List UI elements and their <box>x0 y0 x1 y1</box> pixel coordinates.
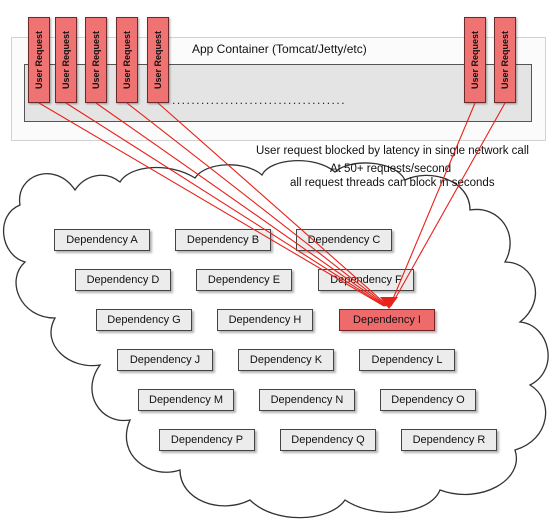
dependency-m: Dependency M <box>138 389 234 411</box>
rate-note-line1: At 50+ requests/second <box>330 163 452 175</box>
arrow-line <box>95 102 387 307</box>
user-request: User Request <box>494 17 516 103</box>
dependency-k: Dependency K <box>238 349 334 371</box>
rate-note-line2: all request threads can block in seconds <box>290 177 495 189</box>
dependency-d: Dependency D <box>75 269 171 291</box>
arrowhead <box>380 297 398 309</box>
user-request: User Request <box>464 17 486 103</box>
user-request: User Request <box>28 17 50 103</box>
dependency-i: Dependency I <box>339 309 435 331</box>
dependency-q: Dependency Q <box>280 429 376 451</box>
dependency-o: Dependency O <box>380 389 476 411</box>
dependency-l: Dependency L <box>359 349 455 371</box>
arrow-line <box>65 102 386 307</box>
arrow-line <box>126 102 388 307</box>
dependency-b: Dependency B <box>175 229 271 251</box>
dependency-a: Dependency A <box>54 229 150 251</box>
arrow-line <box>157 102 389 307</box>
dependency-j: Dependency J <box>117 349 213 371</box>
dependency-h: Dependency H <box>217 309 313 331</box>
app-container-title: App Container (Tomcat/Jetty/etc) <box>192 42 367 56</box>
user-request: User Request <box>85 17 107 103</box>
dependency-e: Dependency E <box>196 269 292 291</box>
user-request: User Request <box>116 17 138 103</box>
user-request: User Request <box>147 17 169 103</box>
dependency-n: Dependency N <box>259 389 355 411</box>
dependency-g: Dependency G <box>96 309 192 331</box>
dependency-p: Dependency P <box>159 429 255 451</box>
user-request: User Request <box>55 17 77 103</box>
dependency-r: Dependency R <box>401 429 497 451</box>
arrow-line <box>38 102 385 307</box>
arrow-line <box>390 102 506 307</box>
ellipsis: .................................... <box>172 93 347 107</box>
arrow-line <box>389 102 476 307</box>
blocked-note: User request blocked by latency in singl… <box>256 145 529 157</box>
